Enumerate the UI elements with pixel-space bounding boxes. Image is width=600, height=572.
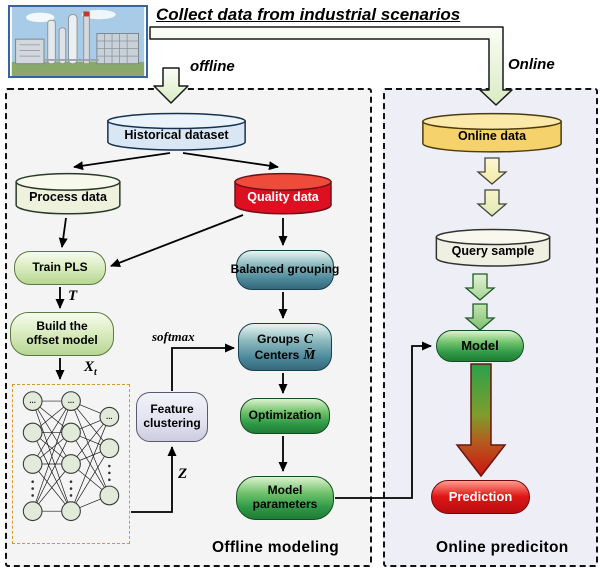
page-title: Collect data from industrial scenarios <box>156 5 461 24</box>
cylinder-shape <box>14 172 122 216</box>
svg-text:...: ... <box>106 412 113 421</box>
xt-base: X <box>84 359 95 375</box>
feature-clustering-node: Feature clustering <box>136 392 208 442</box>
historical-dataset-node: Historical dataset <box>105 112 248 152</box>
groups-symbol: C <box>303 331 313 346</box>
query-sample-label: Query sample <box>451 244 535 259</box>
offset-model-label: Build the offset model <box>26 319 98 347</box>
offline-caption: Offline modeling <box>212 539 340 556</box>
model-parameters-node: Model parameters <box>236 476 334 520</box>
online-data-node: Online data <box>420 112 564 154</box>
online-flow-label: Online <box>508 56 555 73</box>
online-data-label: Online data <box>457 129 527 144</box>
offset-model-node: Build the offset model <box>10 312 114 356</box>
centers-label: Centers <box>254 348 300 362</box>
industrial-plant-scene <box>11 7 145 76</box>
optimization-label: Optimization <box>248 408 322 423</box>
groups-centers-node: Groups C Centers M̄ <box>238 323 332 371</box>
svg-text:...: ... <box>68 396 75 405</box>
neural-network-box: ......... <box>12 384 130 544</box>
feature-clustering-label: Feature clustering <box>143 402 201 430</box>
cylinder-shape <box>105 112 248 152</box>
model-label: Model <box>461 337 499 353</box>
prediction-label: Prediction <box>448 488 513 504</box>
centers-symbol: M̄ <box>303 347 316 362</box>
cylinder-shape <box>434 228 552 268</box>
z-label: Z <box>178 466 188 482</box>
xt-label: Xt <box>84 359 97 378</box>
query-sample-node: Query sample <box>434 228 552 268</box>
groups-centers-text: Groups C Centers M̄ <box>255 331 316 363</box>
optimization-node: Optimization <box>240 398 330 434</box>
groups-label: Groups <box>257 332 300 346</box>
cylinder-shape <box>233 172 333 216</box>
svg-text:...: ... <box>29 396 36 405</box>
process-data-label: Process data <box>29 190 107 205</box>
cylinder-shape <box>420 112 564 154</box>
neural-network-graph: ......... <box>22 391 120 522</box>
offline-flow-label: offline <box>190 58 235 75</box>
industrial-plant-image <box>8 5 148 78</box>
historical-dataset-label: Historical dataset <box>124 128 229 143</box>
quality-data-node: Quality data <box>233 172 333 216</box>
xt-sub: t <box>94 367 97 378</box>
quality-data-label: Quality data <box>247 190 319 205</box>
model-parameters-label: Model parameters <box>252 483 318 511</box>
t-label: T <box>68 288 78 304</box>
train-pls-node: Train PLS <box>14 251 106 285</box>
model-node: Model <box>436 330 524 362</box>
train-pls-label: Train PLS <box>32 260 88 275</box>
balanced-grouping-node: Balanced grouping <box>231 250 339 290</box>
prediction-node: Prediction <box>431 480 530 514</box>
balanced-grouping-label: Balanced grouping <box>230 262 340 277</box>
online-caption: Online prediciton <box>436 539 569 556</box>
softmax-label: softmax <box>152 329 195 344</box>
process-data-node: Process data <box>14 172 122 216</box>
